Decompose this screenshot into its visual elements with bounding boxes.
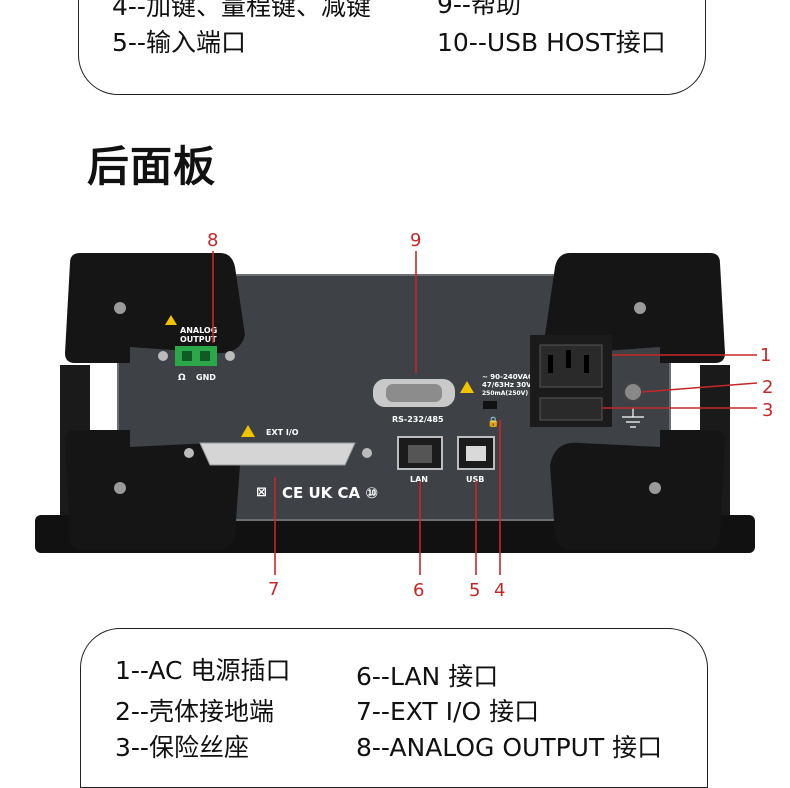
callout-8: 8 — [207, 230, 218, 251]
bottom-legend-item-3: 3--保险丝座 — [115, 733, 249, 762]
lan-label: LAN — [410, 475, 428, 484]
screw-icon — [114, 482, 126, 494]
ext-io-port[interactable] — [199, 442, 356, 466]
top-legend-item-5: 5--输入端口 — [112, 28, 246, 57]
power-spec-line2: 47/63Hz 30VA — [482, 381, 537, 389]
ohm-label: Ω — [178, 373, 186, 383]
warning-icon — [460, 381, 474, 393]
bumper-bottom-left — [65, 430, 240, 549]
screw-icon — [634, 302, 646, 314]
rear-panel-illustration: ANALOG OUTPUT Ω GND RS-232/485 ~ 90-240V… — [35, 230, 773, 601]
ground-terminal[interactable] — [623, 382, 643, 402]
warning-icon — [241, 425, 255, 437]
rs232-label: RS-232/485 — [392, 415, 444, 424]
top-legend-box — [78, 0, 706, 95]
screw-icon — [158, 351, 168, 361]
callout-9: 9 — [410, 230, 421, 251]
bottom-legend-item-8: 8--ANALOG OUTPUT 接口 — [356, 733, 663, 762]
screw-icon — [184, 448, 194, 458]
screw-icon — [114, 302, 126, 314]
screw-icon — [362, 448, 372, 458]
callout-7: 7 — [268, 579, 279, 600]
bottom-legend-item-1: 1--AC 电源插口 — [115, 656, 291, 685]
ext-io-label: EXT I/O — [266, 428, 299, 437]
callout-1: 1 — [760, 345, 771, 366]
bumper-bottom-right — [550, 430, 725, 549]
top-legend-item-9: 9--帮助 — [437, 0, 521, 19]
section-title: 后面板 — [87, 142, 217, 191]
weee-icon: ⊠ — [256, 485, 267, 500]
output-label: OUTPUT — [180, 335, 217, 344]
kensington-slot — [483, 401, 497, 409]
bumper-top-left — [65, 253, 245, 363]
analog-output-terminal[interactable] — [175, 346, 217, 366]
bottom-legend-item-2: 2--壳体接地端 — [115, 697, 274, 726]
callout-4: 4 — [494, 580, 505, 601]
bottom-legend-item-7: 7--EXT I/O 接口 — [356, 697, 540, 726]
ground-icon — [622, 408, 644, 428]
bottom-legend-item-6: 6--LAN 接口 — [356, 662, 499, 691]
lock-icon: 🔒 — [487, 416, 499, 428]
callout-5: 5 — [469, 580, 480, 601]
screw-icon — [225, 351, 235, 361]
compliance-marks: CE UK CA ⑩ — [282, 484, 378, 502]
power-spec-line3: 250mA(250V) — [482, 390, 528, 397]
top-legend-item-4: 4--加键、量程键、减键 — [112, 0, 371, 21]
warning-icon — [165, 315, 177, 325]
callout-3: 3 — [762, 400, 773, 421]
callout-2: 2 — [762, 377, 773, 398]
fuse-holder[interactable] — [539, 397, 603, 421]
callout-6: 6 — [413, 580, 424, 601]
analog-label: ANALOG — [180, 326, 217, 335]
gnd-label: GND — [196, 373, 216, 382]
screw-icon — [649, 482, 661, 494]
top-legend-item-10: 10--USB HOST接口 — [437, 28, 666, 57]
usb-label: USB — [466, 475, 484, 484]
power-spec-line1: ~ 90-240VAC — [482, 373, 533, 381]
